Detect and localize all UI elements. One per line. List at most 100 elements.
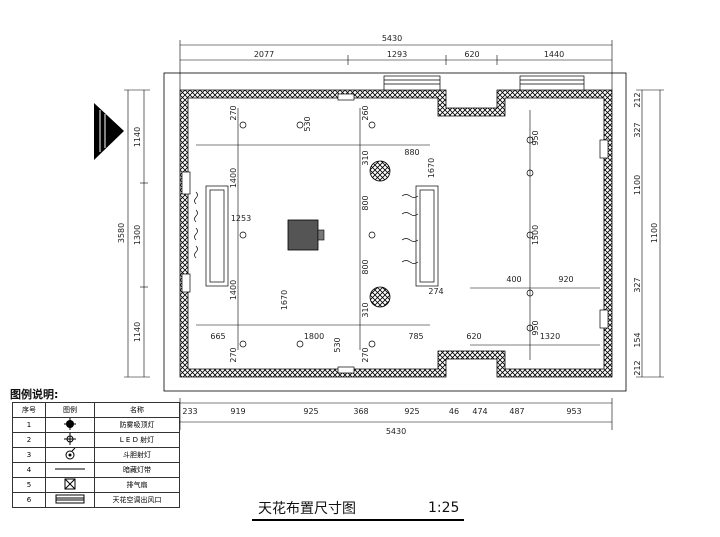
grille-spotlight-icon bbox=[65, 447, 76, 460]
grille-spotlight-icon bbox=[369, 286, 391, 308]
legend-row-icon bbox=[45, 417, 95, 433]
svg-text:1100: 1100 bbox=[650, 223, 659, 243]
svg-text:233: 233 bbox=[182, 407, 197, 416]
legend-row-no: 6 bbox=[12, 492, 46, 508]
legend-header-name: 名称 bbox=[94, 402, 180, 418]
legend-row-name: 暗藏灯带 bbox=[94, 462, 180, 478]
svg-text:3580: 3580 bbox=[117, 223, 126, 243]
svg-text:1670: 1670 bbox=[427, 158, 436, 178]
svg-text:530: 530 bbox=[333, 337, 342, 352]
legend-row-icon bbox=[45, 447, 95, 463]
svg-text:919: 919 bbox=[230, 407, 245, 416]
legend-row: 1 防雾吸顶灯 bbox=[12, 417, 180, 433]
svg-text:1140: 1140 bbox=[133, 127, 142, 147]
legend-title: 图例说明: bbox=[10, 388, 59, 401]
legend-row-name: 斗胆射灯 bbox=[94, 447, 180, 463]
svg-text:950: 950 bbox=[531, 320, 540, 335]
legend-row-name: 排气扇 bbox=[94, 477, 180, 493]
svg-text:925: 925 bbox=[404, 407, 419, 416]
legend-row-no: 3 bbox=[12, 447, 46, 463]
legend-row: 6 天花空调出风口 bbox=[12, 492, 180, 508]
grille-spotlight-icon bbox=[369, 160, 391, 182]
legend-row-icon bbox=[45, 432, 95, 448]
legend-row-name: 防雾吸顶灯 bbox=[94, 417, 180, 433]
svg-text:1300: 1300 bbox=[133, 225, 142, 245]
legend-row: 2 L E D 射灯 bbox=[12, 432, 180, 448]
svg-text:785: 785 bbox=[408, 332, 423, 341]
svg-text:270: 270 bbox=[229, 347, 238, 362]
legend-row: 4 暗藏灯带 bbox=[12, 462, 180, 478]
svg-text:620: 620 bbox=[466, 332, 481, 341]
legend-row-icon bbox=[45, 462, 95, 478]
exhaust-fan-icon bbox=[287, 219, 319, 251]
svg-text:46: 46 bbox=[449, 407, 459, 416]
svg-text:327: 327 bbox=[633, 277, 642, 292]
svg-text:5430: 5430 bbox=[382, 34, 402, 43]
ceiling-lines bbox=[196, 108, 600, 360]
svg-text:310: 310 bbox=[361, 150, 370, 165]
svg-text:2077: 2077 bbox=[254, 50, 274, 59]
svg-text:800: 800 bbox=[361, 195, 370, 210]
fog-ceiling-light-icon bbox=[64, 418, 76, 430]
svg-text:800: 800 bbox=[361, 259, 370, 274]
legend-row: 3 斗胆射灯 bbox=[12, 447, 180, 463]
legend-row-no: 5 bbox=[12, 477, 46, 493]
drawing-scale: 1:25 bbox=[428, 500, 460, 516]
dimension-lines bbox=[124, 40, 664, 430]
walls bbox=[179, 89, 613, 378]
svg-text:400: 400 bbox=[506, 275, 521, 284]
svg-text:1140: 1140 bbox=[133, 322, 142, 342]
svg-text:1293: 1293 bbox=[387, 50, 407, 59]
legend-row-name: L E D 射灯 bbox=[94, 432, 180, 448]
drawing-title: 天花布置尺寸图 bbox=[258, 501, 356, 517]
svg-text:1400: 1400 bbox=[229, 168, 238, 188]
svg-text:1440: 1440 bbox=[544, 50, 564, 59]
svg-text:620: 620 bbox=[464, 50, 479, 59]
svg-text:487: 487 bbox=[509, 407, 524, 416]
legend-header-icon: 图例 bbox=[45, 402, 95, 418]
legend-row-icon bbox=[45, 492, 95, 508]
svg-text:953: 953 bbox=[566, 407, 581, 416]
svg-text:1670: 1670 bbox=[280, 290, 289, 310]
plan-frame bbox=[163, 72, 627, 392]
windows bbox=[181, 75, 609, 374]
ac-vent-units bbox=[194, 185, 439, 287]
title-underline bbox=[252, 519, 464, 521]
svg-text:212: 212 bbox=[633, 92, 642, 107]
svg-text:474: 474 bbox=[472, 407, 487, 416]
svg-text:920: 920 bbox=[558, 275, 573, 284]
hidden-light-strip-icon bbox=[55, 468, 85, 470]
svg-text:1253: 1253 bbox=[231, 214, 251, 223]
legend-table: 序号 图例 名称 1 防雾吸顶灯 2 L E D 射灯 3 斗胆射灯 4 暗藏灯… bbox=[12, 402, 180, 508]
dimension-labels: 5430 2077 1293 620 1440 233 919 925 368 … bbox=[117, 34, 659, 436]
svg-text:368: 368 bbox=[353, 407, 368, 416]
direction-arrow-icon bbox=[94, 103, 124, 160]
svg-text:1500: 1500 bbox=[531, 225, 540, 245]
svg-text:925: 925 bbox=[303, 407, 318, 416]
legend-header-row: 序号 图例 名称 bbox=[12, 402, 180, 418]
led-spotlight-icon bbox=[64, 433, 76, 445]
svg-text:950: 950 bbox=[531, 130, 540, 145]
legend-header-no: 序号 bbox=[12, 402, 46, 418]
svg-text:880: 880 bbox=[404, 148, 419, 157]
svg-text:270: 270 bbox=[229, 105, 238, 120]
svg-text:327: 327 bbox=[633, 122, 642, 137]
exhaust-fan-icon bbox=[64, 478, 76, 490]
svg-text:1800: 1800 bbox=[304, 332, 324, 341]
legend-row: 5 排气扇 bbox=[12, 477, 180, 493]
legend-row-no: 4 bbox=[12, 462, 46, 478]
ac-vent-icon bbox=[55, 494, 85, 504]
svg-text:5430: 5430 bbox=[386, 427, 406, 436]
legend-row-no: 1 bbox=[12, 417, 46, 433]
legend-row-icon bbox=[45, 477, 95, 493]
svg-text:274: 274 bbox=[428, 287, 443, 296]
svg-text:260: 260 bbox=[361, 105, 370, 120]
svg-text:1100: 1100 bbox=[633, 175, 642, 195]
svg-text:665: 665 bbox=[210, 332, 225, 341]
svg-text:154: 154 bbox=[633, 332, 642, 347]
svg-text:1320: 1320 bbox=[540, 332, 560, 341]
svg-text:530: 530 bbox=[303, 116, 312, 131]
legend-row-name: 天花空调出风口 bbox=[94, 492, 180, 508]
led-spotlights bbox=[239, 121, 534, 348]
